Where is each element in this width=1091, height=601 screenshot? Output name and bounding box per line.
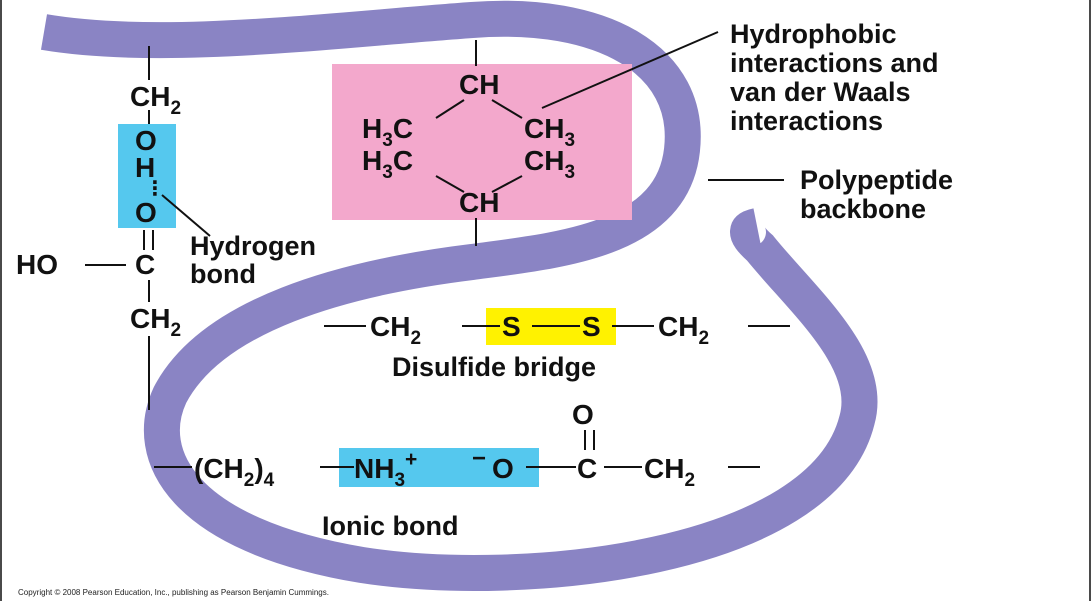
ionic-o-top: O: [572, 399, 594, 430]
hbond-dots: ⋮: [145, 178, 165, 200]
ionic-o-minus-charge: −: [472, 445, 486, 472]
ionic-o-minus: O: [492, 453, 514, 484]
hydrophobic-label-2: interactions and: [730, 48, 939, 78]
disulfide-s2: S: [582, 311, 601, 342]
ionic-bond-label: Ionic bond: [322, 511, 458, 541]
ionic-nh3: NH3+: [354, 448, 417, 491]
hydrophobic-ch-bottom: CH: [459, 187, 499, 218]
hydrophobic-ch3-2: CH3: [524, 145, 575, 183]
ionic-bond-box: [339, 448, 539, 487]
hydrophobic-bond-br: [491, 175, 523, 193]
hbond-carbon: C: [135, 249, 155, 280]
disulfide-ch2-right: CH2: [658, 311, 709, 349]
hbond-oxygen-2: O: [135, 197, 157, 228]
hydrophobic-label-3: van der Waals: [730, 77, 911, 107]
hydrophobic-h3c-2: H3C: [362, 145, 413, 183]
hydrophobic-label-4: interactions: [730, 106, 883, 136]
hydrogen-bond-label-1: Hydrogen: [190, 231, 316, 261]
hydrophobic-bond-bl: [435, 175, 465, 193]
ionic-ch2-right: CH2: [644, 453, 695, 491]
hbond-ho-label: HO: [16, 249, 58, 280]
hydrophobic-h3c-1: H3C: [362, 113, 413, 151]
ionic-ch2-chain: (CH2)4: [194, 453, 275, 491]
hydrophobic-ch-top: CH: [459, 69, 499, 100]
backbone-label-1: Polypeptide: [800, 165, 953, 195]
copyright-notice: Copyright © 2008 Pearson Education, Inc.…: [18, 588, 329, 597]
hbond-hydrogen: H: [135, 152, 155, 183]
hydrophobic-bond-tl: [435, 99, 465, 119]
backbone-label-2: backbone: [800, 194, 926, 224]
hydrophobic-bond-tr: [491, 99, 523, 119]
disulfide-s1: S: [502, 311, 521, 342]
hbond-ch2-bottom: CH2: [130, 303, 181, 341]
ionic-carbon: C: [577, 453, 597, 484]
hydrophobic-label-1: Hydrophobic: [730, 19, 897, 49]
disulfide-label: Disulfide bridge: [392, 352, 596, 382]
disulfide-ch2-left: CH2: [370, 311, 421, 349]
hydrogen-bond-label-2: bond: [190, 259, 256, 289]
hbond-leader-line: [161, 194, 211, 237]
hbond-oxygen-1: O: [135, 125, 157, 156]
hydrogen-bond-box: [118, 124, 176, 228]
polypeptide-backbone-ribbon: [40, 0, 878, 591]
hbond-ch2-top: CH2: [130, 81, 181, 119]
hydrophobic-leader-line: [541, 31, 719, 109]
hydrophobic-ch3-1: CH3: [524, 113, 575, 151]
